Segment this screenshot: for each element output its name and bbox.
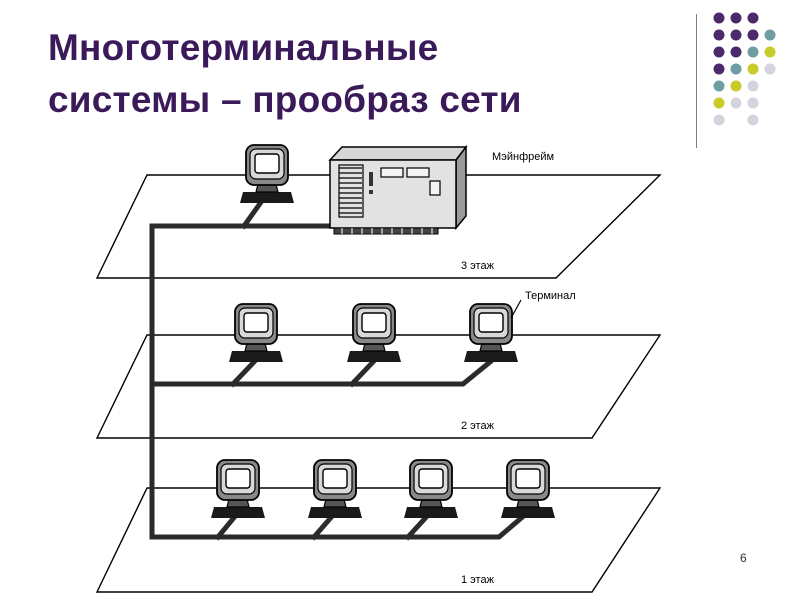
decorative-dot [730,12,742,24]
floor-label-3: 3 этаж [461,260,495,272]
decorative-dot [747,46,759,58]
decorative-dot [747,12,759,24]
decorative-dot [730,97,742,109]
decorative-dot [730,29,742,41]
terminal-icon [307,459,363,519]
decorative-dot [713,29,725,41]
terminal-icon [403,459,459,519]
decorative-dot-grid [713,12,776,126]
decorative-dot [764,46,776,58]
decorative-dot [764,29,776,41]
decorative-dot [747,80,759,92]
terminal-icon [463,303,519,363]
terminal-icon [500,459,556,519]
decorative-dot [747,97,759,109]
terminal-icon [239,144,295,204]
terminal-icon [210,459,266,519]
decorative-dot [730,46,742,58]
title-line-2: системы – прообраз сети [48,79,522,120]
decorative-dot [713,46,725,58]
title-line-1: Многотерминальные [48,27,439,68]
terminal-icon [346,303,402,363]
decorative-dot [713,97,725,109]
title-divider [696,14,697,148]
terminal-icon [228,303,284,363]
floor-plate-1 [95,487,662,593]
mainframe-label: Мэйнфрейм [492,151,554,163]
decorative-dot [730,80,742,92]
floor-label-2: 2 этаж [461,420,495,432]
decorative-dot [730,63,742,75]
decorative-dot [764,63,776,75]
terminal-leader-line [510,299,522,319]
decorative-dot [713,80,725,92]
decorative-dot [713,12,725,24]
mainframe [328,144,468,235]
decorative-dot [747,63,759,75]
decorative-dot [747,114,759,126]
decorative-dot [713,63,725,75]
decorative-dot [747,29,759,41]
slide-title: Многотерминальные системы – прообраз сет… [48,22,668,126]
page-number: 6 [740,551,747,565]
decorative-dot [713,114,725,126]
floor-label-1: 1 этаж [461,574,495,586]
terminal-label: Терминал [525,290,576,302]
